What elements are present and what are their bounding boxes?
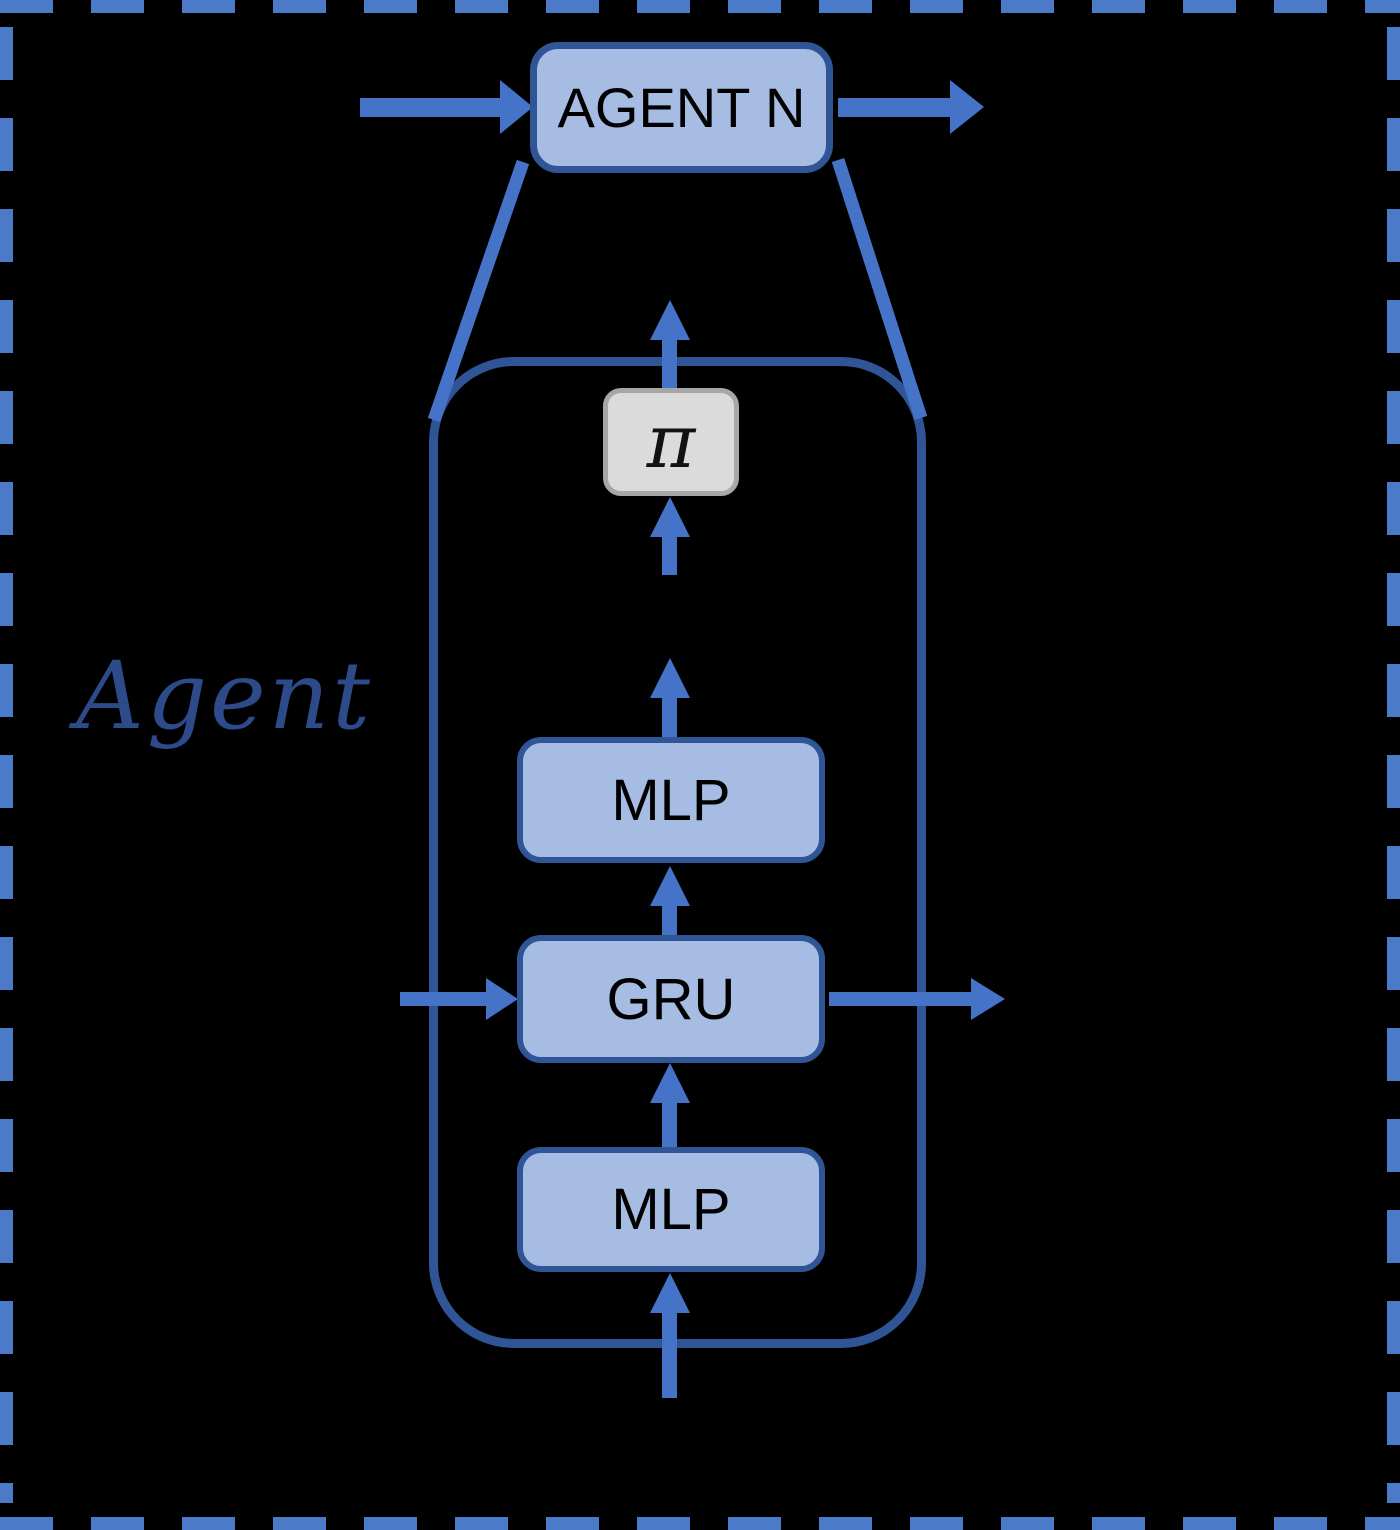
arrow-shaft	[662, 696, 677, 739]
arrow-head	[950, 80, 984, 134]
arrow-shaft	[662, 904, 677, 936]
arrow-shaft	[400, 992, 488, 1006]
agent-side-label: Agent	[76, 642, 373, 751]
arrow-shaft	[662, 1101, 677, 1147]
expansion-line-left	[427, 159, 530, 423]
dashed-frame-bottom	[0, 1517, 1400, 1530]
mlp-lower-box: MLP	[517, 1147, 825, 1272]
dashed-frame-right	[1387, 27, 1400, 1503]
policy-pi-box: π	[603, 388, 739, 496]
agent-n-box: AGENT N	[530, 42, 833, 173]
mlp-upper-box: MLP	[517, 737, 825, 863]
arrow-head	[650, 497, 690, 537]
arrow-head	[650, 866, 690, 906]
mlp-lower-label: MLP	[611, 1177, 731, 1242]
arrow-head	[971, 978, 1005, 1020]
arrow-shaft	[662, 535, 677, 575]
agent-n-label: AGENT N	[557, 76, 806, 139]
arrow-head	[486, 978, 518, 1020]
arrow-shaft	[829, 992, 973, 1006]
gru-label: GRU	[606, 966, 736, 1032]
policy-pi-label: π	[646, 399, 696, 485]
arrow-head	[650, 300, 690, 340]
arrow-shaft	[360, 98, 502, 117]
arrow-shaft	[838, 98, 952, 117]
arrow-head	[650, 1273, 690, 1313]
agent-internals-container	[429, 357, 926, 1348]
arrow-head	[650, 1063, 690, 1103]
arrow-head	[650, 658, 690, 698]
gru-box: GRU	[517, 935, 825, 1063]
dashed-frame-top	[0, 0, 1400, 13]
arrow-shaft	[662, 338, 677, 390]
arrow-head	[500, 80, 533, 134]
expansion-line-right	[831, 158, 928, 420]
dashed-frame-left	[0, 27, 13, 1503]
arrow-shaft	[662, 1311, 677, 1398]
mlp-upper-label: MLP	[611, 767, 731, 833]
